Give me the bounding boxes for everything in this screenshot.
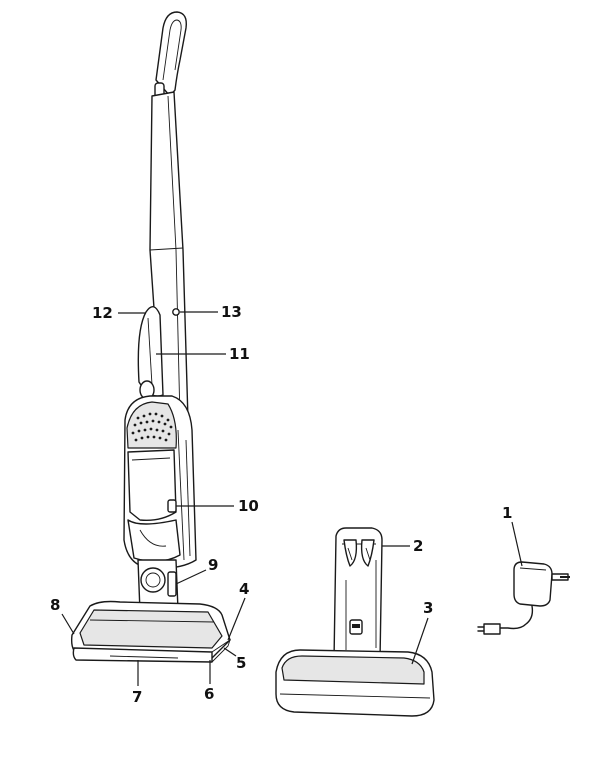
callout-4: 4 bbox=[239, 580, 249, 598]
leader-lines bbox=[61, 311, 523, 686]
callout-13: 13 bbox=[221, 303, 242, 321]
vent-dots bbox=[131, 412, 173, 442]
callout-7: 7 bbox=[132, 688, 142, 706]
callout-12: 12 bbox=[92, 304, 113, 322]
callout-9: 9 bbox=[208, 556, 218, 574]
callout-3: 3 bbox=[423, 599, 433, 617]
charging-base bbox=[275, 527, 435, 717]
callout-labels: 1 2 3 4 5 6 7 8 9 10 11 12 13 bbox=[50, 303, 512, 706]
callout-10: 10 bbox=[238, 497, 259, 515]
callout-1: 1 bbox=[502, 504, 512, 522]
charger-adapter bbox=[477, 561, 570, 635]
callout-5: 5 bbox=[236, 654, 246, 672]
callout-2: 2 bbox=[413, 537, 423, 555]
callout-6: 6 bbox=[204, 685, 214, 703]
callout-8: 8 bbox=[50, 596, 60, 614]
stick-vacuum bbox=[70, 11, 231, 663]
callout-11: 11 bbox=[229, 345, 250, 363]
